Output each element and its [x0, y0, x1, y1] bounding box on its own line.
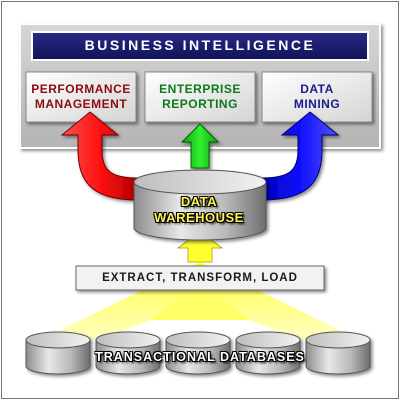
banner-title: BUSINESS INTELLIGENCE: [84, 37, 316, 54]
etl-label: EXTRACT, TRANSFORM, LOAD: [102, 271, 298, 284]
panel-enterprise-reporting: [144, 71, 256, 123]
panel-data-mining: [261, 71, 373, 123]
panel-label-line1: DATA: [300, 82, 334, 96]
panel-label-line2: MINING: [293, 97, 341, 111]
etl-flow-arrow-core: [150, 280, 250, 320]
blue-arrow-to-data-mining: [261, 111, 340, 201]
db-cylinder: [25, 331, 91, 375]
warehouse-line1: DATA: [180, 193, 218, 209]
transactional-databases-label: TRANSACTIONAL DATABASES: [95, 350, 305, 365]
data-mining-label: DATA MINING: [262, 74, 372, 120]
db-cylinder: [165, 331, 231, 375]
etl-flow-arrow: [40, 262, 360, 340]
panel-performance-management: [25, 71, 137, 123]
green-arrow-to-reporting: [180, 123, 220, 169]
db-cylinder: [235, 331, 301, 375]
panel-label-line2: REPORTING: [162, 97, 238, 111]
db-cylinder: [95, 331, 161, 375]
enterprise-reporting-label: ENTERPRISE REPORTING: [145, 74, 255, 120]
transactional-database-cylinders: [25, 331, 371, 375]
etl-box: [75, 265, 325, 291]
warehouse-line2: WAREHOUSE: [154, 210, 244, 225]
data-warehouse-label: DATA WAREHOUSE: [134, 190, 264, 230]
performance-management-label: PERFORMANCE MANAGEMENT: [26, 74, 136, 120]
data-warehouse-cylinder: [133, 169, 267, 241]
panel-label-line1: ENTERPRISE: [159, 82, 241, 96]
panel-label-line1: PERFORMANCE: [31, 82, 131, 96]
panel-label-line2: MANAGEMENT: [34, 97, 128, 111]
bi-banner: [31, 31, 369, 61]
db-cylinder: [305, 331, 371, 375]
red-arrow-to-performance: [60, 111, 139, 201]
